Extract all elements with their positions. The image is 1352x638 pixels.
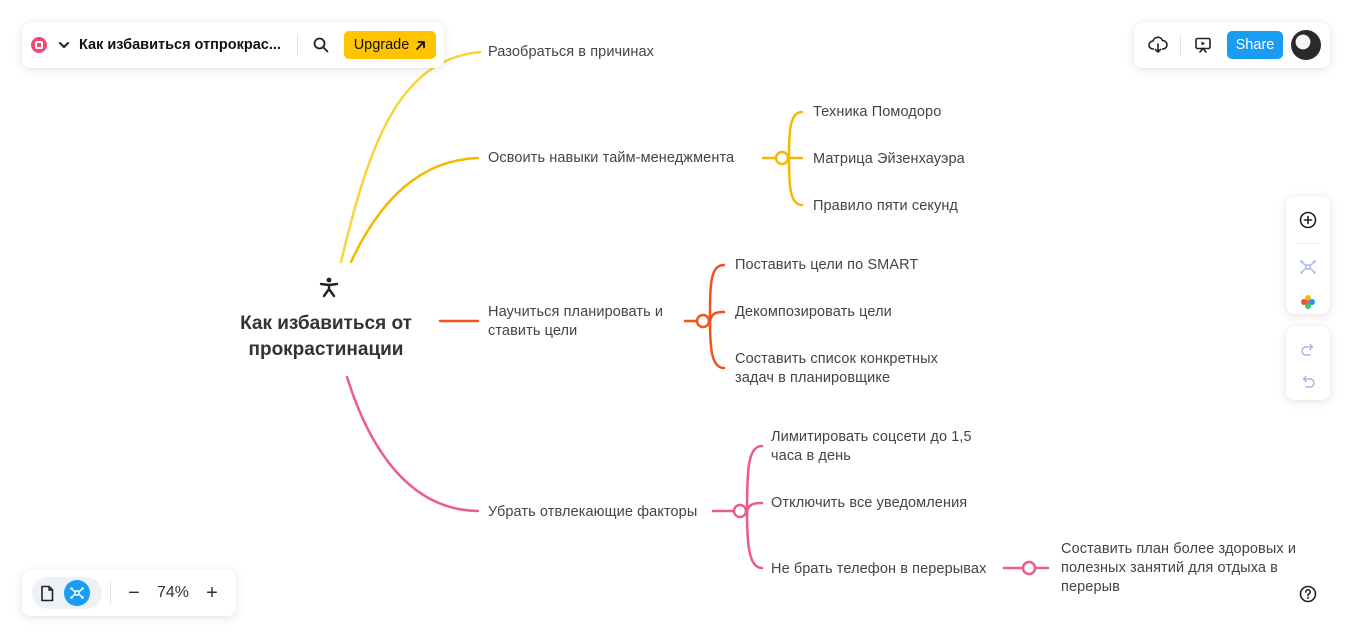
grandchild-node[interactable]: Составить план более здоровых и полезных… (1061, 541, 1297, 595)
collapse-node-b3 (695, 313, 711, 329)
arrow-up-right-icon (416, 40, 426, 50)
root-person-icon (319, 277, 339, 298)
child-node[interactable]: Не брать телефон в перерывах (771, 561, 987, 577)
child-node[interactable]: Декомпозировать цели (735, 304, 892, 320)
collapse-node-b4 (732, 503, 748, 519)
collapse-node-b4-c3 (1021, 560, 1037, 576)
divider (297, 34, 298, 56)
edge-b3-c2 (708, 310, 726, 323)
view-mode-toggle (32, 577, 102, 609)
divider (1180, 34, 1181, 56)
collapse-node-b2 (774, 150, 790, 166)
zoom-in-button[interactable]: + (206, 581, 218, 604)
branch-node[interactable]: Убрать отвлекающие факторы (488, 504, 698, 520)
document-view-icon[interactable] (36, 582, 58, 604)
color-palette-icon[interactable] (1296, 291, 1320, 314)
share-button[interactable]: Share (1227, 31, 1283, 59)
edge-b2-c3 (787, 156, 804, 207)
edge-b3-c3 (708, 319, 726, 370)
edge-b3-c1 (708, 263, 726, 323)
top-right-toolbar: Share (1134, 22, 1330, 68)
avatar[interactable] (1291, 30, 1321, 60)
edge-b4-c1 (745, 444, 764, 513)
app-logo-icon[interactable] (31, 37, 47, 53)
help-icon (1299, 585, 1317, 603)
right-tool-panel (1286, 196, 1330, 314)
divider (1297, 243, 1319, 244)
document-title[interactable]: Как избавиться отпрокрас... (79, 37, 281, 53)
branch-node[interactable]: Научиться планировать и ставить цели (488, 304, 664, 339)
edge-root-b4 (345, 375, 480, 513)
zoom-toolbar: − 74% + (22, 570, 236, 616)
child-node[interactable]: Отключить все уведомления (771, 495, 968, 511)
edge-b4-c2 (745, 501, 764, 513)
edge-root-b2 (349, 156, 480, 264)
edge-b2-c1 (787, 110, 804, 160)
child-node[interactable]: Лимитировать соцсети до 1,5 часа в день (771, 429, 972, 464)
branch-node[interactable]: Освоить навыки тайм-менеджмента (488, 150, 735, 166)
add-node-icon[interactable] (1296, 208, 1320, 231)
child-node[interactable]: Составить список конкретных задач в план… (735, 351, 938, 386)
top-toolbar: Как избавиться отпрокрас... Upgrade (22, 22, 444, 68)
mindmap-view-icon[interactable] (64, 580, 90, 606)
cloud-download-icon[interactable] (1146, 33, 1170, 57)
zoom-out-button[interactable]: − (128, 581, 140, 604)
edge-root-b1 (339, 50, 482, 264)
upgrade-label: Upgrade (353, 37, 410, 53)
child-node[interactable]: Правило пяти секунд (813, 198, 958, 214)
help-button[interactable] (1288, 577, 1328, 611)
branch-node[interactable]: Разобраться в причинах (488, 44, 655, 60)
divider (110, 581, 111, 605)
undo-icon[interactable] (1296, 370, 1320, 394)
child-node[interactable]: Техника Помодоро (813, 104, 942, 120)
search-icon[interactable] (310, 34, 332, 56)
history-panel (1286, 326, 1330, 400)
layout-icon[interactable] (1296, 256, 1320, 279)
presentation-icon[interactable] (1191, 33, 1215, 57)
redo-icon[interactable] (1296, 338, 1320, 362)
child-node[interactable]: Поставить цели по SMART (735, 257, 919, 273)
root-topic[interactable]: Как избавиться от прокрастинации (240, 313, 412, 360)
upgrade-button[interactable]: Upgrade (344, 31, 436, 59)
zoom-level: 74% (156, 584, 190, 601)
chevron-down-icon[interactable] (57, 38, 71, 52)
child-node[interactable]: Матрица Эйзенхауэра (813, 151, 965, 167)
edge-b4-c3 (745, 509, 764, 570)
